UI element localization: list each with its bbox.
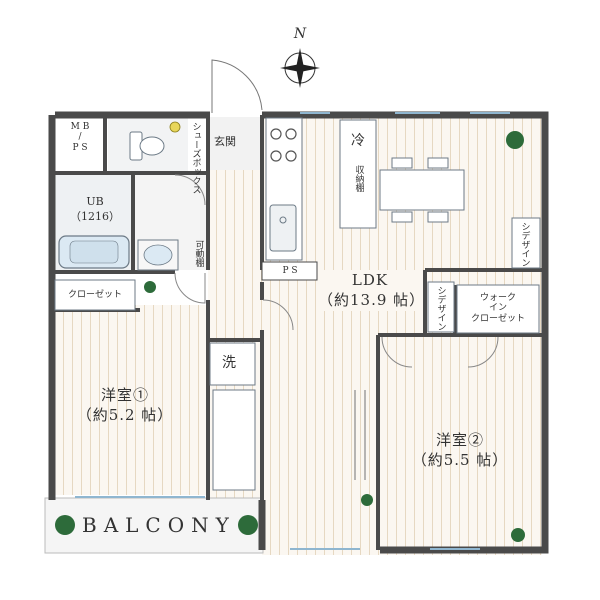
ps-box [261,261,318,281]
sliding-doors [354,390,366,480]
wic-line2: イン [488,303,507,314]
ldk-name: LDK [351,271,389,289]
ldk-area: （約13.9 帖） [318,291,426,310]
balcony-label: BALCONY [82,513,236,537]
western2-name: 洋室② [435,431,484,449]
storage-shelf [339,119,377,229]
design-niche-1 [511,217,541,269]
wic-line3: クローゼット [470,313,525,324]
design-niche-2-label: シデザイン [435,286,446,331]
closet-label: クローゼット [67,290,122,300]
mb-ps-label: M B / P S [58,122,102,153]
shoe-box-label: シューズボックス [190,122,201,194]
bathtub-icon [58,235,130,269]
design-niche-2 [427,281,455,333]
compass-icon [280,48,320,88]
kitchen-counter [265,117,303,261]
laundry-label: 洗 [222,355,236,371]
windows [75,112,510,550]
ps-line: P S [72,142,88,153]
mb-line: M B [70,122,90,132]
ldk-label: LDK （約13.9 帖） [318,270,426,311]
laundry-box [209,342,256,386]
balcony-area [44,497,264,554]
kitchen-floor [208,170,263,300]
plant-icon [55,131,525,542]
closet-box [54,279,136,311]
entrance-label: 玄関 [214,135,236,148]
north-label: N [293,26,307,42]
dining-table [379,157,465,223]
flower-icon [169,121,181,133]
entrance-floor [208,117,263,170]
fridge-label: 冷 [351,133,365,149]
ps-small-label: P S [282,266,298,276]
toilet-icon [129,131,165,161]
western1-name: 洋室① [100,386,149,404]
western1-area: （約5.2 帖） [76,406,174,425]
doors [174,174,499,368]
design-niche-1-label: シデザイン [519,222,530,267]
western1-label: 洋室① （約5.2 帖） [70,385,180,426]
movable-shelf-label: 可動棚 [193,240,204,267]
western2-label: 洋室② （約5.5 帖） [405,430,515,471]
wic-line1: ウォーク [479,293,516,303]
entrance-door [211,59,263,113]
washbasin-icon [137,239,179,271]
ub-size-line: （1216） [70,209,120,223]
ub-line: UB [86,195,104,208]
slash-line: / [78,132,82,143]
walk-in-closet-label: ウォーク イン クローゼット [458,293,538,324]
storage-label: 収納棚 [353,165,364,192]
walk-in-closet [456,284,540,334]
corridor-cabinet [212,389,256,491]
western2-area: （約5.5 帖） [411,451,509,470]
ub-label: UB （1216） [60,195,130,225]
